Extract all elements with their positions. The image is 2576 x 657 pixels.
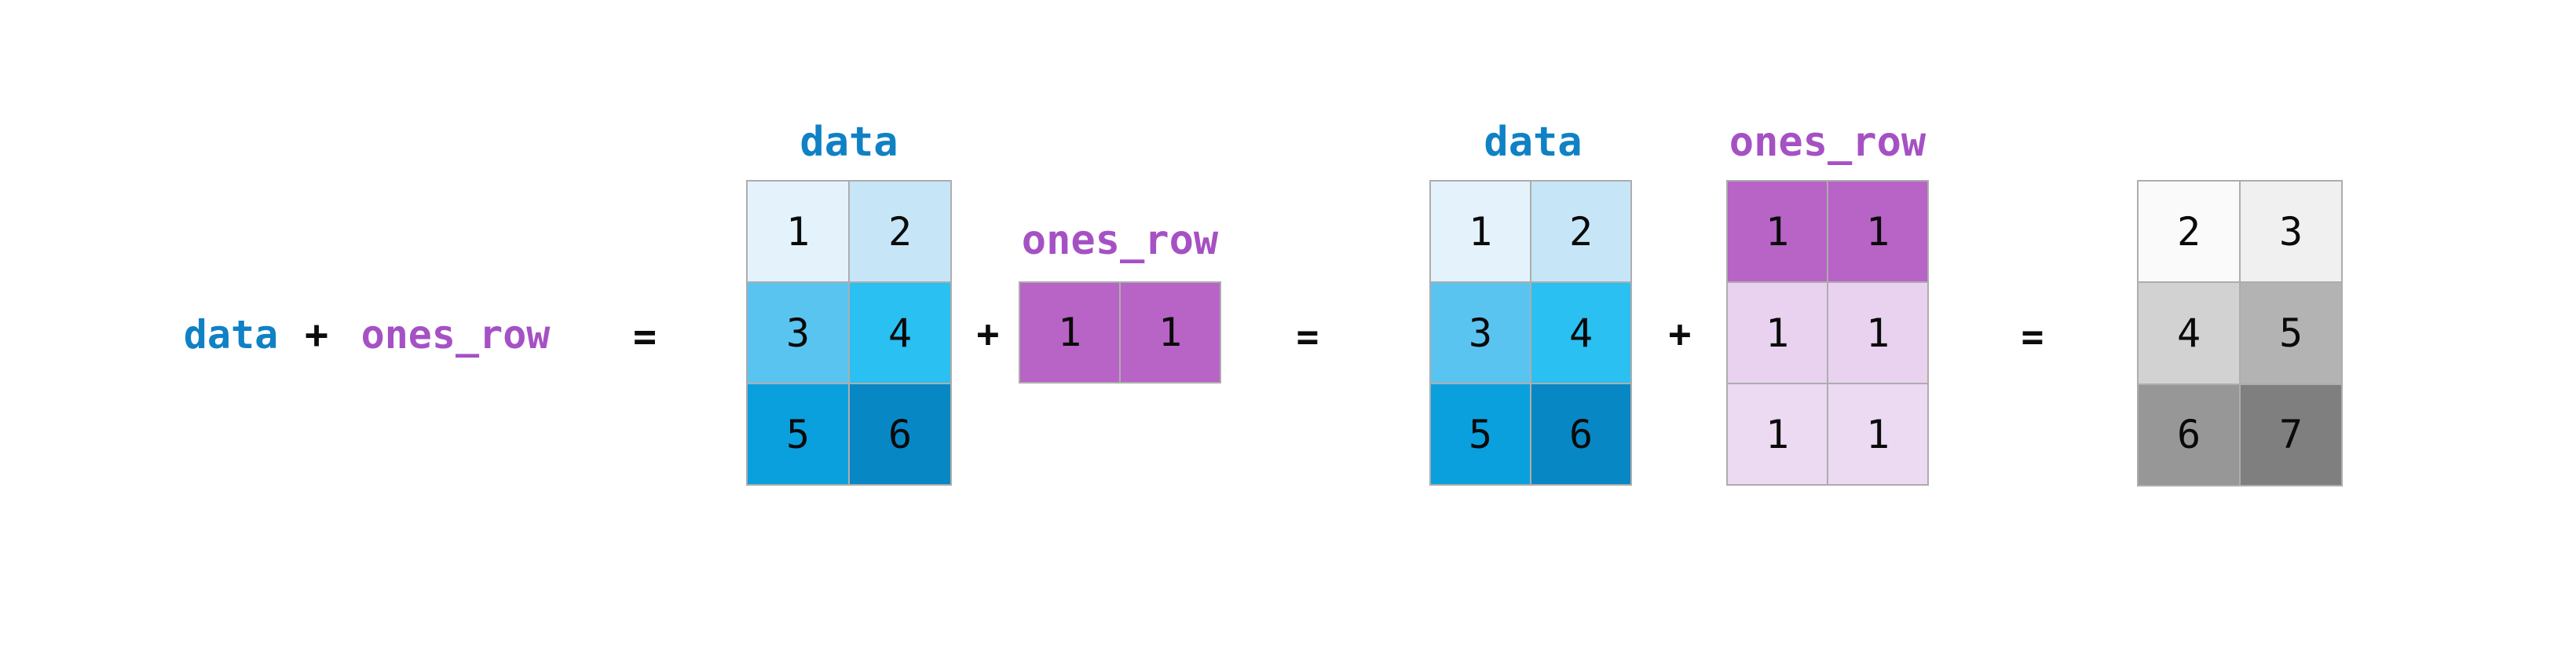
matrix-cell: 5 — [2241, 283, 2341, 384]
equals-operator-1: = — [1296, 315, 1319, 359]
group2-data-title: data — [1484, 119, 1583, 166]
matrix-cell: 1 — [1828, 182, 1927, 281]
matrix-cell: 6 — [850, 384, 950, 484]
matrix-cell: 2 — [2139, 182, 2239, 282]
equation-ones-row-label: ones_row — [360, 312, 551, 358]
equation-data-label: data — [183, 312, 279, 358]
matrix-cell: 1 — [1728, 384, 1827, 484]
matrix-cell: 3 — [1431, 283, 1530, 383]
matrix-cell: 1 — [1431, 182, 1530, 281]
matrix-cell: 1 — [1828, 283, 1927, 383]
matrix-cell: 1 — [1121, 283, 1220, 382]
matrix-cell: 7 — [2241, 384, 2341, 485]
matrix-cell: 4 — [850, 283, 950, 383]
matrix-cell: 1 — [1728, 182, 1827, 281]
group1-ones-row-title: ones_row — [1021, 217, 1219, 264]
matrix-cell: 1 — [748, 182, 848, 281]
equation-equals-operator: = — [632, 314, 657, 359]
matrix-cell: 6 — [2139, 384, 2239, 485]
plus-operator-1: + — [976, 312, 1000, 356]
matrix-cell: 4 — [2139, 283, 2239, 384]
matrix-cell: 3 — [748, 283, 848, 383]
matrix-cell: 4 — [1531, 283, 1630, 383]
equation-plus-operator: + — [304, 312, 329, 358]
matrix-cell: 1 — [1728, 283, 1827, 383]
matrix-cell: 1 — [1828, 384, 1927, 484]
matrix-cell: 5 — [748, 384, 848, 484]
matrix-cell: 3 — [2241, 182, 2341, 282]
group1-data-title: data — [800, 119, 898, 166]
matrix-cell: 1 — [1020, 283, 1119, 382]
plus-operator-2: + — [1668, 312, 1692, 356]
matrix-cell: 5 — [1431, 384, 1530, 484]
matrix-cell: 2 — [850, 182, 950, 281]
group2-ones-row-title: ones_row — [1729, 119, 1927, 166]
matrix-cell: 2 — [1531, 182, 1630, 281]
equals-operator-2: = — [2021, 315, 2044, 359]
matrix-cell: 6 — [1531, 384, 1630, 484]
